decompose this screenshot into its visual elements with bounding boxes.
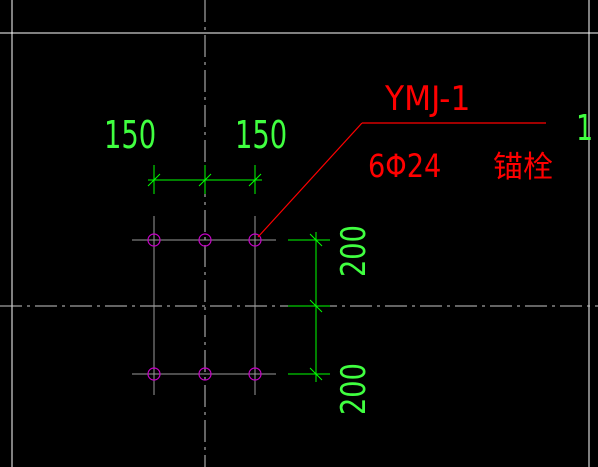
anchor-label-name: YMJ-1 [384, 79, 470, 119]
anchor-bolt [198, 233, 212, 247]
anchor-bolt [248, 367, 262, 381]
anchor-bolt [198, 367, 212, 381]
anchor-bolt [248, 233, 262, 247]
dimension-text-vertical-bottom: 200 [334, 363, 374, 415]
leader-line [257, 122, 363, 238]
dimension-tick [147, 173, 161, 187]
edge-text-fragment: 1 [576, 106, 593, 149]
dimension-text-vertical-top: 200 [334, 225, 374, 277]
dimension-tick [309, 299, 323, 313]
dimension-tick [309, 233, 323, 247]
anchor-bolt [147, 367, 161, 381]
anchor-label-type: 锚栓 [493, 150, 553, 185]
dimension-tick [248, 173, 262, 187]
anchor-label-spec: 6Φ24 [368, 148, 441, 186]
anchor-bolt [147, 233, 161, 247]
dimension-tick [309, 367, 323, 381]
anchor-bolts [147, 233, 262, 381]
dimension-text-horizontal-right: 150 [235, 112, 287, 157]
dimension-text-horizontal-left: 150 [104, 112, 156, 157]
leader [257, 122, 546, 238]
vertical-dimension [288, 232, 330, 382]
dimension-tick [198, 173, 212, 187]
horizontal-dimension [147, 165, 262, 194]
